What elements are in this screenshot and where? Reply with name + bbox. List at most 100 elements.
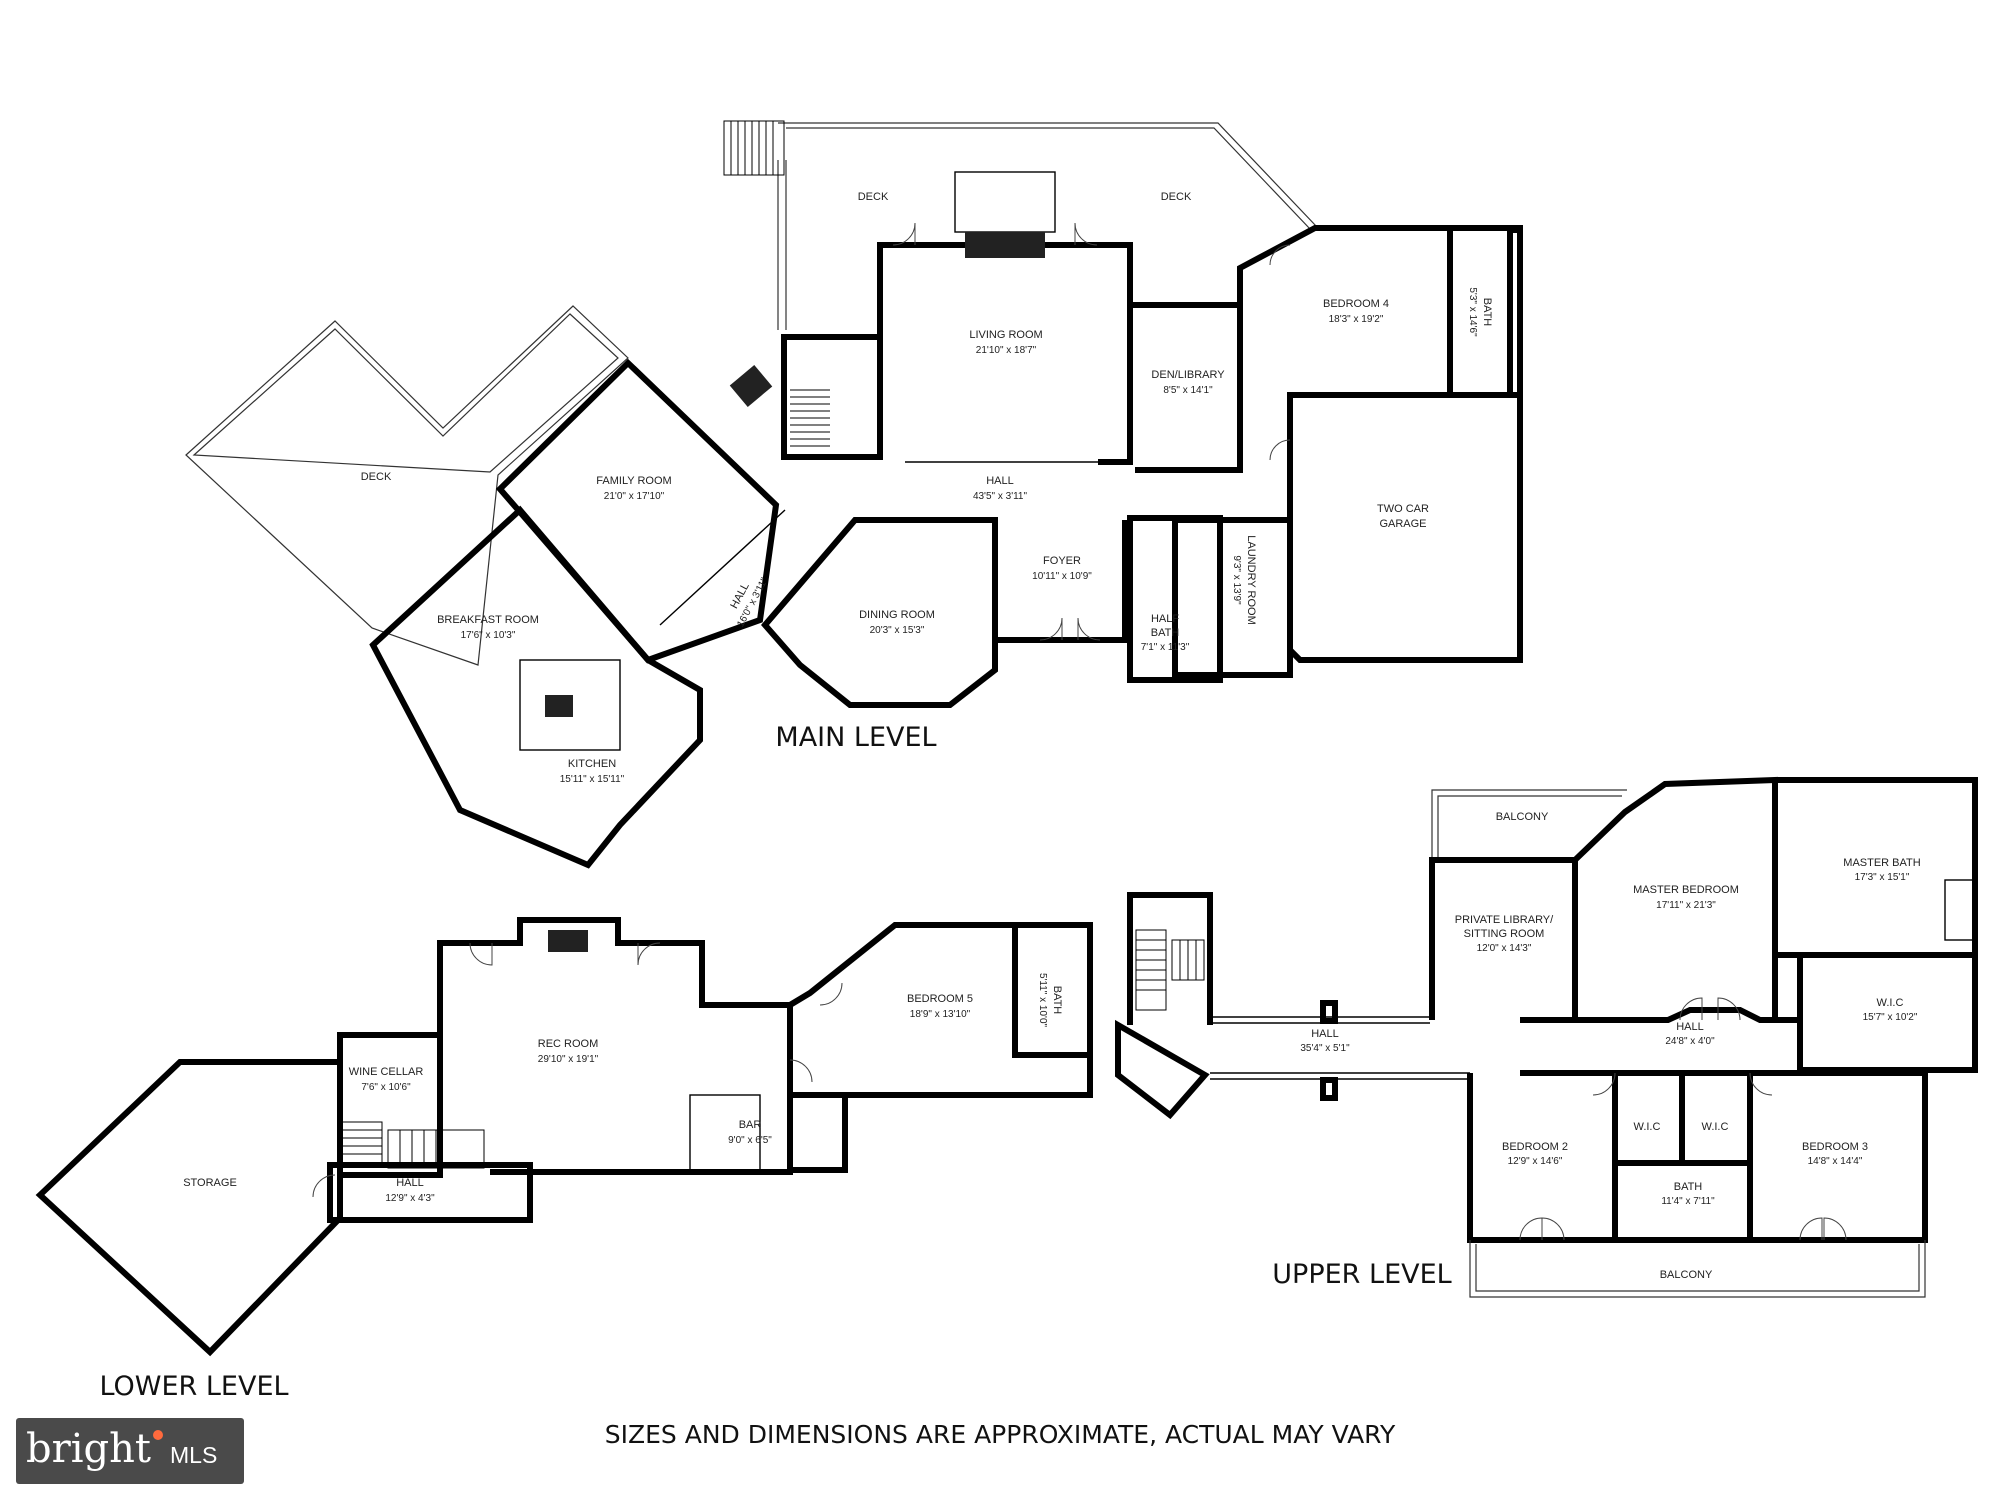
- foyer-dim: 10'11" x 10'9": [1032, 571, 1092, 582]
- deck-top-outline: [778, 122, 1318, 228]
- upper-level: BALCONY PRIVATE LIBRARY/ SITTING ROOM 12…: [1115, 776, 1978, 1298]
- upper-stair-tower: [1127, 892, 1213, 1025]
- private-library-dim: 12'0" x 14'3": [1477, 943, 1532, 954]
- kitchen-island: [519, 659, 621, 751]
- garage-label2: GARAGE: [1379, 518, 1426, 530]
- bedroom5-dim: 18'9" x 13'10": [910, 1009, 971, 1020]
- stair-well-main: [781, 334, 883, 460]
- bedroom3-label: BEDROOM 3: [1802, 1141, 1868, 1153]
- master-bedroom-dim: 17'11" x 21'3": [1656, 900, 1716, 911]
- balcony-bottom-inner: [1475, 1244, 1920, 1292]
- dining-room-walls: [761, 517, 998, 708]
- dining-room-label: DINING ROOM: [859, 609, 935, 621]
- bedroom5-label: BEDROOM 5: [907, 993, 973, 1005]
- deck-main-left-label: DECK: [361, 471, 392, 483]
- logo-suffix: MLS: [170, 1442, 218, 1468]
- master-bath-label: MASTER BATH: [1843, 857, 1920, 869]
- bath-main-label: BATH: [1481, 298, 1493, 327]
- bedroom2-label: BEDROOM 2: [1502, 1141, 1568, 1153]
- bedroom3-dim: 14'8" x 14'4": [1808, 1156, 1863, 1167]
- wic-left-label: W.I.C: [1634, 1121, 1661, 1133]
- deck-top-inner: [786, 127, 1312, 231]
- upper-doors: [1519, 997, 1847, 1241]
- deck-top-right-label: DECK: [1161, 191, 1192, 203]
- bedroom5-walls: [788, 922, 1093, 1098]
- balcony-top-inner: [1437, 795, 1622, 860]
- wic-right-label: W.I.C: [1702, 1121, 1729, 1133]
- bedroom4-dim: 18'3" x 19'2": [1329, 314, 1384, 325]
- upper-stairs: [1135, 929, 1205, 1011]
- living-room-walls: [877, 242, 1133, 465]
- balcony-bottom-label: BALCONY: [1660, 1269, 1713, 1281]
- kitchen-label: KITCHEN: [568, 758, 616, 770]
- main-stairs: [790, 389, 830, 447]
- master-bath-dim: 17'3" x 15'1": [1855, 872, 1910, 883]
- hall-lower-label: HALL: [396, 1177, 424, 1189]
- fireplace-bump: [954, 171, 1056, 233]
- foyer-label: FOYER: [1043, 555, 1081, 567]
- upper-level-title: UPPER LEVEL: [1272, 1259, 1451, 1290]
- master-tub: [1944, 879, 1974, 941]
- cooktop-icon: [545, 695, 573, 717]
- bath-main-dim: 5'3" x 14'6": [1467, 287, 1478, 337]
- breakfast-kitchen-walls: [369, 505, 703, 869]
- lower-closet: [787, 1092, 848, 1173]
- master-bedroom-walls: [1572, 776, 1778, 1020]
- bright-mls-logo: [16, 1418, 244, 1484]
- living-room-dim: 21'10" x 18'7": [976, 345, 1037, 356]
- bar-label: BAR: [739, 1119, 762, 1131]
- lower-stairs: [341, 1121, 485, 1169]
- upper-stair-landing: [1115, 1019, 1210, 1120]
- family-room-label: FAMILY ROOM: [596, 475, 671, 487]
- balcony-top-outline: [1431, 789, 1627, 860]
- hall-upper-dim: 24'8" x 4'0": [1665, 1036, 1715, 1047]
- hall-lower-dim: 12'9" x 4'3": [385, 1193, 435, 1204]
- lower-level-title: LOWER LEVEL: [99, 1371, 288, 1402]
- wine-cellar-dim: 7'6" x 10'6": [361, 1082, 411, 1093]
- laundry-dim: 9'3" x 13'9": [1231, 555, 1242, 605]
- private-library-label2: SITTING ROOM: [1464, 928, 1545, 940]
- hall-main-dim: 43'5" x 3'11": [973, 491, 1028, 502]
- half-bath-label: HALF: [1151, 613, 1179, 625]
- dining-room-dim: 20'3" x 15'3": [870, 625, 925, 636]
- main-level-title: MAIN LEVEL: [775, 722, 936, 753]
- wine-cellar-label: WINE CELLAR: [349, 1066, 424, 1078]
- wic-master-dim: 15'7" x 10'2": [1863, 1012, 1918, 1023]
- logo-word: bright: [26, 1426, 151, 1472]
- balcony-top-label: BALCONY: [1496, 811, 1549, 823]
- bedroom2-dim: 12'9" x 14'6": [1508, 1156, 1563, 1167]
- deck-left-inner: [192, 313, 619, 473]
- living-room-label: LIVING ROOM: [969, 329, 1042, 341]
- bath-main-rotated: BATH 5'3" x 14'6": [1467, 287, 1493, 337]
- wic-master-label: W.I.C: [1877, 997, 1904, 1009]
- deck-left-outline: [185, 305, 629, 666]
- lower-doors: [312, 942, 843, 1198]
- family-fireplace-icon: [729, 364, 773, 408]
- main-level: DECK DECK DECK LIVING ROOM 21'10" x 18'7…: [185, 120, 1523, 869]
- lower-level: STORAGE WINE CELLAR 7'6" x 10'6" REC ROO…: [35, 917, 1093, 1402]
- bath-lower-label: BATH: [1051, 986, 1063, 1015]
- den-walls: [1130, 302, 1243, 473]
- hall-main-label: HALL: [986, 475, 1014, 487]
- bath-lower-dim: 5'11" x 10'0": [1037, 973, 1048, 1028]
- kitchen-dim: 15'11" x 15'11": [560, 774, 625, 785]
- bath-upper-walls: [1612, 1160, 1753, 1243]
- deck-stairs: [723, 120, 785, 176]
- rec-fireplace-icon: [548, 930, 588, 952]
- bath-lower-walls: [1012, 922, 1093, 1058]
- bar-dim: 9'0" x 6'5": [728, 1135, 772, 1146]
- bath-upper-label: BATH: [1674, 1181, 1703, 1193]
- storage-walls: [35, 1059, 343, 1357]
- den-library-dim: 8'5" x 14'1": [1163, 385, 1213, 396]
- bath-lower-rotated: BATH 5'11" x 10'0": [1037, 973, 1063, 1028]
- bar-outline: [689, 1094, 761, 1171]
- balcony-bottom-outline: [1469, 1240, 1926, 1298]
- family-room-walls: [495, 358, 780, 664]
- master-bedroom-label: MASTER BEDROOM: [1633, 884, 1739, 896]
- laundry-rotated: LAUNDRY ROOM 9'3" x 13'9": [1231, 535, 1257, 624]
- upper-hall-walls: [1520, 1007, 1800, 1023]
- rec-room-walls: [437, 917, 793, 1175]
- rec-room-label: REC ROOM: [538, 1038, 599, 1050]
- breakfast-room-dim: 17'6" x 10'3": [461, 630, 516, 641]
